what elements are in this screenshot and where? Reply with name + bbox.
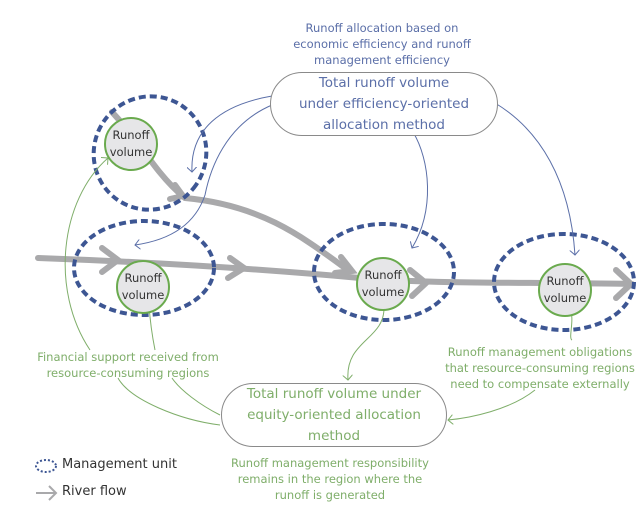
equity-allocation-box: Total runoff volume under equity-oriente… [221,383,447,447]
management-unit-upstream [72,219,216,317]
efficiency-arrows [135,95,575,255]
river-arrowhead [613,267,636,301]
management-unit-downstream [492,232,636,332]
efficiency-annotation: Runoff allocation based on economic effi… [293,21,471,67]
river-arrowhead [225,255,250,281]
river-arrowhead [407,267,431,299]
management-unit-midstream [312,222,456,322]
management-unit-upper [91,94,209,212]
efficiency-allocation-box: Total runoff volume under efficiency-ori… [270,72,498,136]
responsibility-note: Runoff management responsibility remains… [231,456,429,502]
river-arrowhead [99,245,123,275]
arrow-right-icon [36,485,58,501]
legend-item-management-unit: Management unit [62,457,177,472]
legend-item-river-flow: River flow [62,484,127,499]
dotted-ellipse-icon [35,459,57,473]
river-arrowhead [332,254,358,276]
obligations-note: Runoff management obligations that resou… [445,345,635,391]
financial-support-note: Financial support received from resource… [37,350,219,380]
management-units [72,94,636,332]
